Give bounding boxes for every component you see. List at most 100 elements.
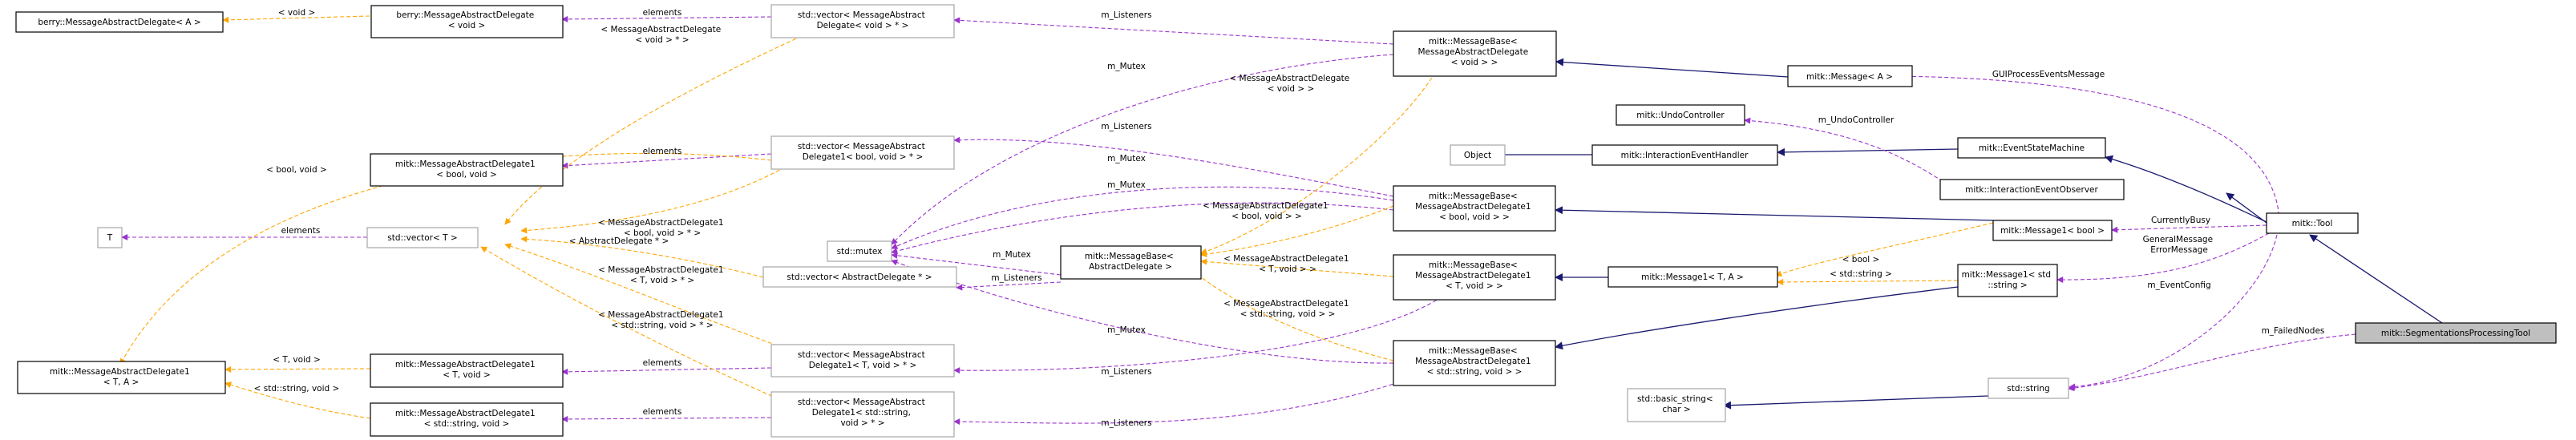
svg-text:mitk::UndoController: mitk::UndoController	[1636, 111, 1725, 120]
edge-tpl-vec-void	[504, 35, 803, 225]
edge-tpl-msgbase-string	[1186, 264, 1394, 361]
edge-tpl-vec-bool	[520, 156, 803, 234]
edge-labels: < void > elements < MessageAbstractDeleg…	[254, 8, 2325, 428]
label-msgabs-delegate1-string-void-ptr: < MessageAbstractDelegate1 < std::string…	[598, 310, 726, 330]
edge-use-berry-delegate-void-to-vec	[561, 15, 772, 22]
edge-use-currently-busy	[2111, 224, 2267, 233]
label-msgabs-delegate1-bool-void-ptr: < MessageAbstractDelegate1 < bool, void …	[598, 218, 726, 238]
edge-tpl-vec-T	[504, 243, 803, 355]
node-std-string[interactable]: std::string	[1988, 377, 2069, 399]
node-delegate1-T-void[interactable]: mitk::MessageAbstractDelegate1 < T, void…	[370, 353, 564, 388]
node-message1-string[interactable]: mitk::Message1< std ::string >	[1957, 264, 2058, 297]
edge-tpl-vec-abstract	[520, 236, 764, 278]
node-msgbase-delegate1-string-void[interactable]: mitk::MessageBase< MessageAbstractDelega…	[1393, 340, 1556, 386]
svg-text:std::vector< MessageAbstract: std::vector< MessageAbstract Delegate< v…	[798, 10, 928, 30]
node-vec-delegate-void[interactable]: std::vector< MessageAbstract Delegate< v…	[770, 4, 955, 38]
edge-use-mutex-from-bool-a	[891, 186, 1394, 249]
node-berry-delegate-void[interactable]: berry::MessageAbstractDelegate < void >	[370, 5, 564, 38]
svg-text:std::vector< AbstractDelegate: std::vector< AbstractDelegate * >	[787, 272, 932, 282]
svg-text:mitk::InteractionEventHandler: mitk::InteractionEventHandler	[1621, 151, 1749, 160]
node-message1-T-A[interactable]: mitk::Message1< T, A >	[1607, 266, 1778, 288]
node-basic-string[interactable]: std::basic_string< char >	[1627, 388, 1726, 422]
label-std-string-void: < std::string, void >	[254, 384, 340, 394]
label-mutex-bool-a: m_Mutex	[1107, 154, 1146, 163]
label-general-message: GeneralMessage ErrorMessage	[2143, 235, 2216, 255]
label-listeners-void: m_Listeners	[1101, 10, 1151, 20]
node-delegate1-string-void[interactable]: mitk::MessageAbstractDelegate1 < std::st…	[370, 402, 564, 437]
node-vec-delegate1-T-void[interactable]: std::vector< MessageAbstract Delegate1< …	[770, 344, 955, 377]
label-gui-process-events: GUIProcessEventsMessage	[1992, 70, 2105, 79]
svg-text:mitk::Message1< std ::: mitk::Message1< std ::string >	[1962, 270, 2054, 290]
node-vec-abstract-delegate[interactable]: std::vector< AbstractDelegate * >	[762, 266, 957, 288]
svg-text:mitk::MessageBase< Mes: mitk::MessageBase< MessageAbstractDelega…	[1415, 192, 1534, 222]
svg-text:mitk::Message< A >: mitk::Message< A >	[1806, 72, 1893, 82]
svg-text:mitk::Tool: mitk::Tool	[2292, 219, 2333, 228]
label-abstract-delegate-ptr: < AbstractDelegate * >	[569, 236, 669, 246]
edge-use-delegate1-bool-elements	[561, 153, 772, 169]
edge-use-mutex-from-abstract	[891, 252, 1062, 276]
edge-use-undo-controller	[1744, 117, 1949, 186]
node-delegate1-bool-void[interactable]: mitk::MessageAbstractDelegate1 < bool, v…	[370, 153, 564, 187]
node-message-a[interactable]: mitk::Message< A >	[1787, 65, 1913, 87]
label-failed-nodes: m_FailedNodes	[2262, 326, 2325, 336]
label-msgabs-delegate-void-ptr: < MessageAbstractDelegate < void > * >	[601, 25, 723, 45]
node-vec-delegate1-string-void[interactable]: std::vector< MessageAbstract Delegate1< …	[770, 391, 955, 438]
node-interaction-event-observer[interactable]: mitk::InteractionEventObserver	[1939, 179, 2125, 200]
svg-text:mitk::MessageAbstractDelegate1: mitk::MessageAbstractDelegate1 < std::st…	[395, 409, 538, 429]
node-tool[interactable]: mitk::Tool	[2266, 212, 2359, 234]
edge-tpl-msgbase-bool	[1200, 205, 1394, 258]
label-listeners-string: m_Listeners	[1101, 418, 1151, 428]
node-msgbase-delegate1-T-void[interactable]: mitk::MessageBase< MessageAbstractDelega…	[1393, 254, 1556, 301]
label-T-void: < T, void >	[273, 355, 321, 365]
node-berry-delegate-a[interactable]: berry::MessageAbstractDelegate< A >	[15, 11, 224, 33]
label-elements-T: elements	[281, 226, 321, 236]
edge-use-vec-string-listeners	[953, 377, 1412, 426]
node-message1-bool[interactable]: mitk::Message1< bool >	[1992, 220, 2113, 241]
node-delegate1-T-A[interactable]: mitk::MessageAbstractDelegate1 < T, A >	[17, 361, 226, 394]
svg-text:Object: Object	[1464, 151, 1491, 160]
node-object[interactable]: Object	[1450, 144, 1506, 166]
svg-text:mitk::MessageAbstractDelegate1: mitk::MessageAbstractDelegate1 < bool, v…	[395, 159, 538, 180]
node-msgbase-delegate-void[interactable]: mitk::MessageBase< MessageAbstractDelega…	[1393, 30, 1557, 77]
edge-tpl-message1-bool-T-A	[1775, 222, 1994, 277]
edge-inherit-tool-esm	[2105, 155, 2267, 223]
node-msgbase-abstract-delegate[interactable]: mitk::MessageBase< AbstractDelegate >	[1060, 245, 1202, 280]
svg-text:berry::MessageAbstractDelegate: berry::MessageAbstractDelegate < void >	[396, 10, 536, 30]
node-event-state-machine[interactable]: mitk::EventStateMachine	[1957, 137, 2106, 159]
edge-inherit-message1-string	[1555, 286, 1959, 350]
edge-inherit-message-a	[1555, 58, 1789, 78]
edge-tpl-message1-string-T-A	[1777, 278, 1959, 285]
svg-text:mitk::MessageBase< Mes: mitk::MessageBase< MessageAbstractDelega…	[1415, 260, 1534, 291]
node-msgbase-delegate1-bool-void[interactable]: mitk::MessageBase< MessageAbstractDelega…	[1393, 185, 1556, 232]
edge-inherit-event-state-machine	[1777, 147, 1959, 156]
label-msgabs-delegate1-T-void-ptr: < MessageAbstractDelegate1 < T, void > *…	[598, 265, 726, 285]
node-std-mutex[interactable]: std::mutex	[827, 240, 892, 262]
node-T[interactable]: T	[97, 227, 123, 248]
svg-text:std::vector< MessageAbstract: std::vector< MessageAbstract Delegate1< …	[798, 350, 928, 370]
edge-use-mutex-from-string	[891, 259, 1394, 364]
label-mutex-abstract: m_Mutex	[993, 250, 1031, 260]
node-vec-delegate1-bool-void[interactable]: std::vector< MessageAbstract Delegate1< …	[770, 135, 955, 170]
label-event-config: m_EventConfig	[2147, 281, 2210, 290]
label-elements-bool: elements	[643, 147, 682, 156]
edge-use-delegate1-T-void-elements	[561, 367, 772, 375]
edge-tpl-msgbase-T	[1200, 258, 1394, 277]
nodes: berry::MessageAbstractDelegate< A > berr…	[15, 4, 2557, 438]
node-std-vector-T[interactable]: std::vector< T >	[366, 227, 479, 248]
svg-text:std::vector< MessageAbstract: std::vector< MessageAbstract Delegate1< …	[798, 142, 928, 162]
node-undo-controller[interactable]: mitk::UndoController	[1616, 104, 1745, 126]
label-undo-controller: m_UndoController	[1818, 115, 1895, 125]
svg-text:mitk::MessageAbstractDelegate1: mitk::MessageAbstractDelegate1 < T, void…	[395, 360, 538, 380]
label-elements-void: elements	[643, 8, 682, 18]
svg-text:T: T	[107, 233, 113, 243]
node-segmentations-processing-tool[interactable]: mitk::SegmentationsProcessingTool	[2355, 322, 2557, 344]
node-interaction-event-handler[interactable]: mitk::InteractionEventHandler	[1591, 144, 1778, 166]
label-listeners-T: m_Listeners	[1101, 367, 1151, 377]
svg-text:std::string: std::string	[2007, 384, 2049, 394]
label-mutex-void: m_Mutex	[1107, 62, 1146, 71]
label-mutex-string: m_Mutex	[1107, 325, 1146, 335]
svg-text:mitk::MessageBase< Mes: mitk::MessageBase< MessageAbstractDelega…	[1415, 346, 1534, 377]
edge-inherit-tool-ieo	[2226, 192, 2267, 224]
svg-text:mitk::SegmentationsProcessingT: mitk::SegmentationsProcessingTool	[2381, 329, 2530, 338]
